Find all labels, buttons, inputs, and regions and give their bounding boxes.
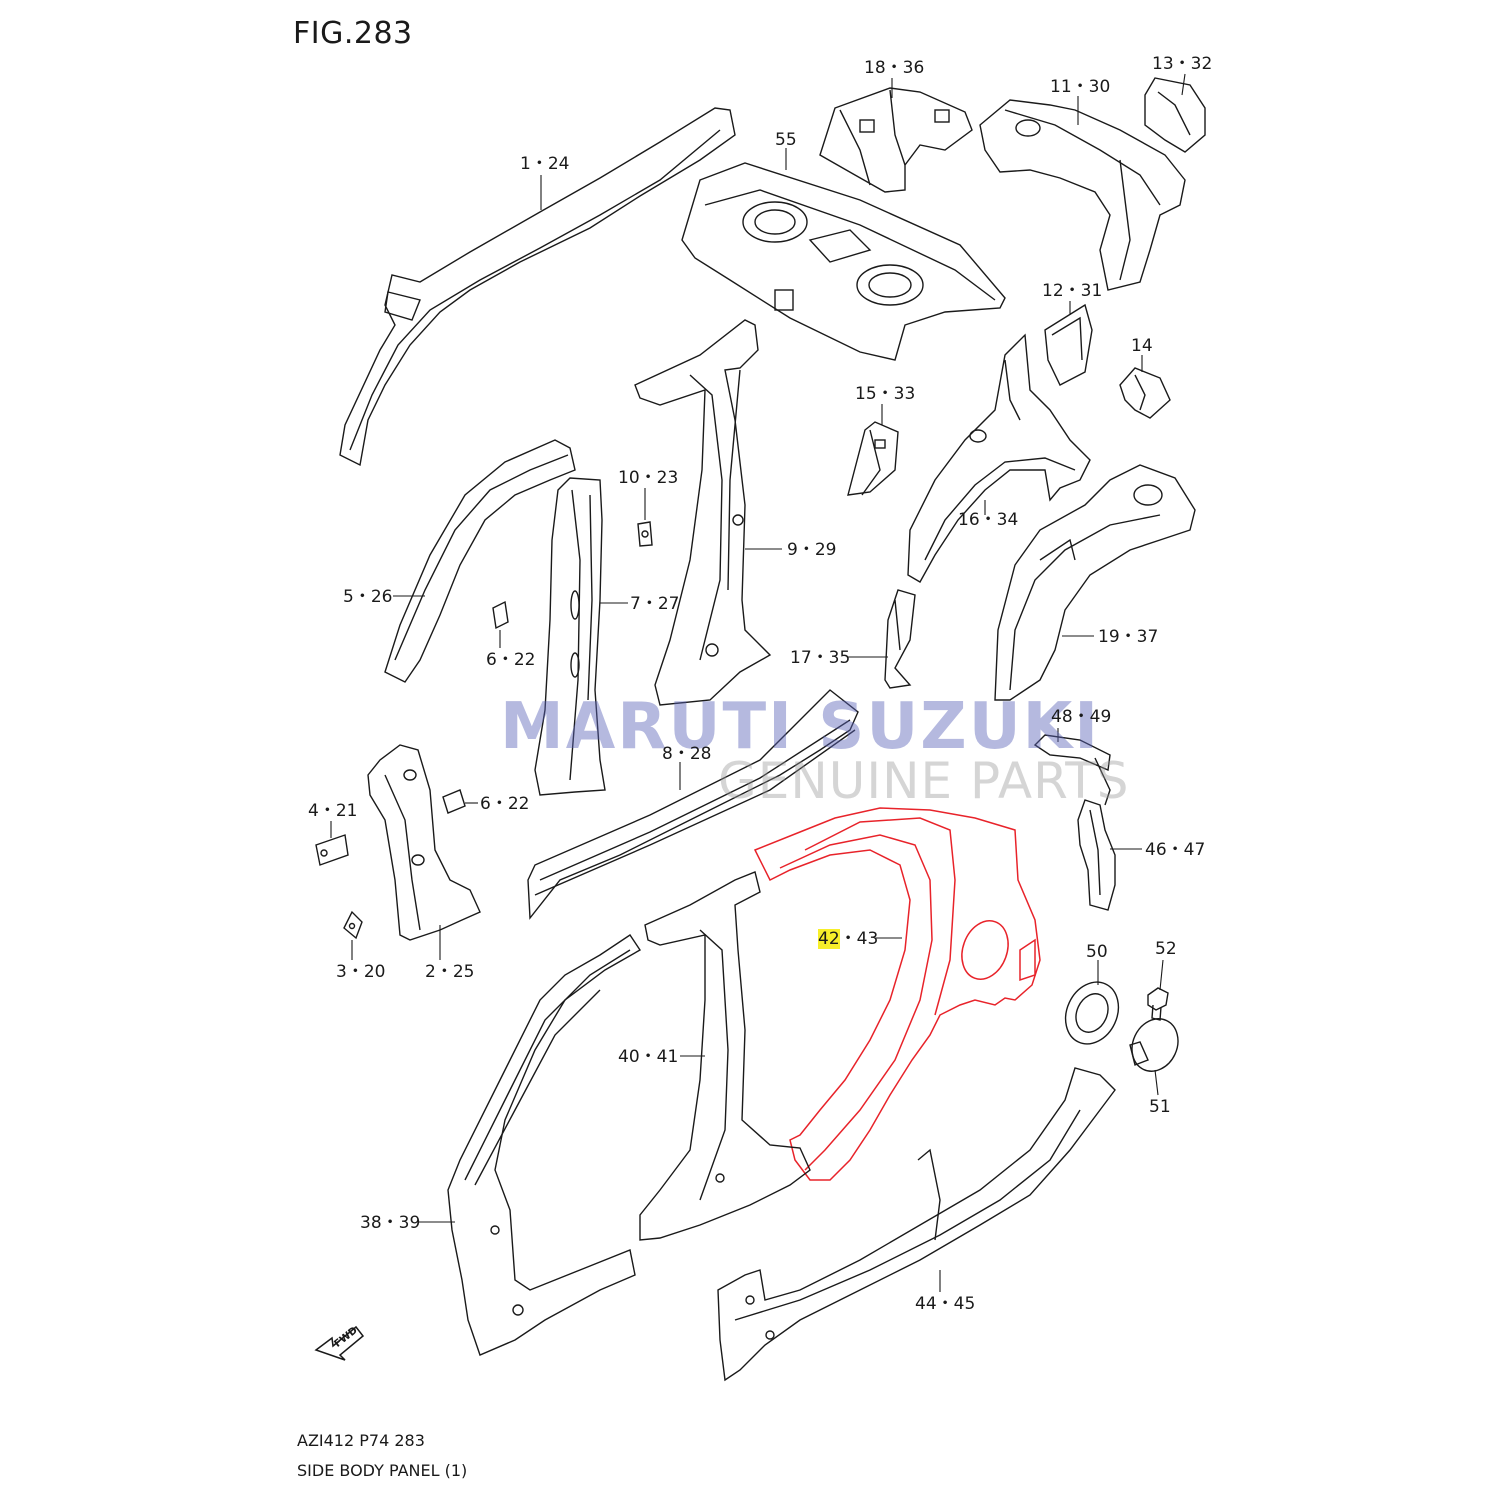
part-small-patch: [315, 834, 349, 866]
part-fuel-lid-screw: [1147, 987, 1169, 1021]
callout-40-41[interactable]: 40・41: [618, 1047, 679, 1067]
part-rear-inner-panel: [979, 99, 1186, 291]
callout-11-30[interactable]: 11・30: [1050, 77, 1111, 97]
callout-12-31[interactable]: 12・31: [1042, 281, 1103, 301]
callout-42-43[interactable]: 42・43: [818, 929, 878, 949]
part-fuel-filler-housing: [1064, 981, 1120, 1045]
callout-7-27[interactable]: 7・27: [630, 594, 680, 614]
callout-4-21[interactable]: 4・21: [308, 801, 358, 821]
callout-16-34[interactable]: 16・34: [958, 510, 1019, 530]
callout-48-49[interactable]: 48・49: [1051, 707, 1112, 727]
callout-13-32[interactable]: 13・32: [1152, 54, 1213, 74]
part-harness-bracket: [1033, 734, 1111, 806]
callout-17-35[interactable]: 17・35: [790, 648, 851, 668]
part-side-sill-reinforcement: [527, 689, 859, 920]
part-filler-block-a: [492, 600, 509, 630]
watermark-subtitle: GENUINE PARTS: [718, 752, 1130, 810]
part-wheelhouse-bracket: [847, 421, 899, 496]
callout-10-23[interactable]: 10・23: [618, 468, 679, 488]
callout-3-20[interactable]: 3・20: [336, 962, 386, 982]
callout-2-25[interactable]: 2・25: [425, 962, 475, 982]
callout-6-22-upper[interactable]: 6・22: [486, 650, 536, 670]
figure-name: SIDE BODY PANEL (1): [297, 1461, 468, 1480]
figure-code: AZI412 P74 283: [297, 1431, 425, 1450]
part-diamond-plate: [343, 910, 363, 940]
part-filler-block-b: [442, 789, 466, 814]
callout-5-26[interactable]: 5・26: [343, 587, 393, 607]
callout-18-36[interactable]: 18・36: [864, 58, 925, 78]
forward-direction-arrow: [314, 1325, 365, 1361]
part-clip-bracket: [1119, 367, 1171, 419]
watermark-brand: MARUTI SUZUKI: [500, 690, 1101, 764]
part-lower-extension: [884, 589, 916, 689]
part-upper-bracket: [819, 87, 973, 193]
part-fuel-lid: [1129, 1018, 1179, 1072]
part-parcel-shelf: [681, 162, 1006, 361]
callout-15-33[interactable]: 15・33: [855, 384, 916, 404]
part-center-pillar-inner: [634, 319, 772, 706]
callout-52[interactable]: 52: [1155, 939, 1177, 959]
part-roof-side-rail: [339, 107, 736, 467]
part-rear-wheelhouse-outer: [907, 333, 1091, 583]
part-front-body-side-outer: [447, 934, 641, 1356]
callout-46-47[interactable]: 46・47: [1145, 840, 1206, 860]
callout-42-43-rest: ・43: [839, 929, 879, 949]
callout-6-22-lower[interactable]: 6・22: [480, 794, 530, 814]
part-center-pillar-reinforcement: [534, 477, 606, 796]
part-center-pillar-outer: [639, 871, 811, 1241]
callout-14[interactable]: 14: [1131, 336, 1153, 356]
callout-8-28[interactable]: 8・28: [662, 744, 712, 764]
part-rear-lamp-bracket: [1077, 799, 1116, 911]
highlighted-part-number[interactable]: 42: [818, 929, 840, 949]
callout-1-24[interactable]: 1・24: [520, 154, 570, 174]
part-front-pillar-lower: [367, 744, 481, 941]
figure-title: FIG.283: [293, 16, 413, 51]
part-small-gusset: [1044, 303, 1093, 386]
callout-55[interactable]: 55: [775, 130, 797, 150]
part-rear-quarter-outer-highlighted[interactable]: [753, 807, 1041, 1181]
part-small-plate: [637, 521, 653, 547]
part-side-sill-outer: [717, 1067, 1116, 1382]
callout-19-37[interactable]: 19・37: [1098, 627, 1159, 647]
callout-leader-lines: [330, 73, 1186, 1292]
part-corner-bracket: [1144, 77, 1206, 153]
callout-51[interactable]: 51: [1149, 1097, 1171, 1117]
part-front-pillar-upper: [384, 439, 576, 683]
callout-9-29[interactable]: 9・29: [787, 540, 837, 560]
callout-44-45[interactable]: 44・45: [915, 1294, 976, 1314]
callout-38-39[interactable]: 38・39: [360, 1213, 421, 1233]
callout-50[interactable]: 50: [1086, 942, 1108, 962]
part-wheelhouse-liner: [994, 464, 1196, 701]
